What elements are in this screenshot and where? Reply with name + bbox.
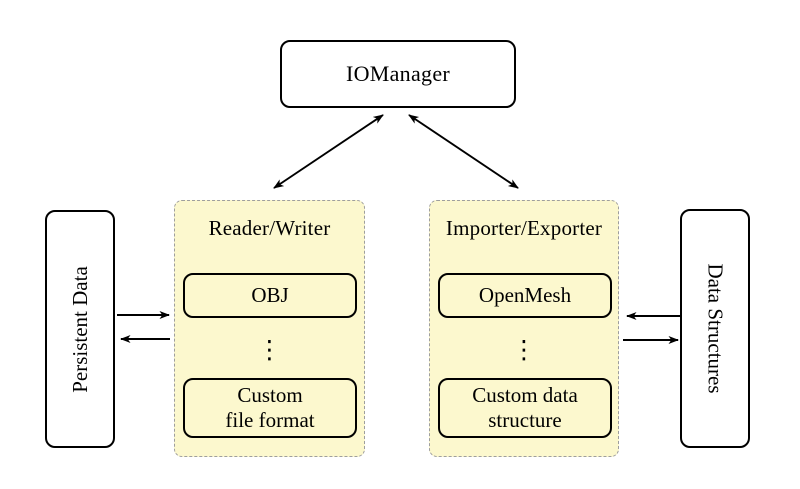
- arrow-iomanager-importerexporter: [408, 114, 519, 189]
- custom-file-format-node: Custom file format: [183, 378, 357, 438]
- obj-label: OBJ: [251, 283, 289, 307]
- openmesh-label: OpenMesh: [478, 283, 572, 307]
- openmesh-node: OpenMesh: [438, 273, 612, 318]
- arrow-iomanager-readerwriter: [273, 114, 384, 189]
- reader-writer-ellipsis-icon: ⋮: [257, 334, 282, 364]
- io-manager-label: IOManager: [345, 61, 451, 86]
- custom-file-format-line2: file format: [225, 408, 315, 432]
- data-structures-label: Data Structures: [703, 263, 728, 394]
- data-structures-box: Data Structures: [680, 209, 750, 448]
- custom-data-structure-line2: structure: [488, 408, 562, 432]
- custom-data-structure-line1: Custom data: [472, 383, 578, 407]
- custom-file-format-line1: Custom: [237, 383, 303, 407]
- importer-exporter-ellipsis-icon: ⋮: [511, 334, 537, 364]
- obj-node: OBJ: [183, 273, 357, 318]
- importer-exporter-title: Importer/Exporter: [445, 216, 603, 240]
- persistent-data-box: Persistent Data: [45, 210, 115, 448]
- persistent-data-label: Persistent Data: [67, 265, 92, 393]
- reader-writer-title: Reader/Writer: [208, 216, 331, 240]
- io-manager-box: IOManager: [280, 40, 516, 108]
- custom-data-structure-node: Custom data structure: [438, 378, 612, 438]
